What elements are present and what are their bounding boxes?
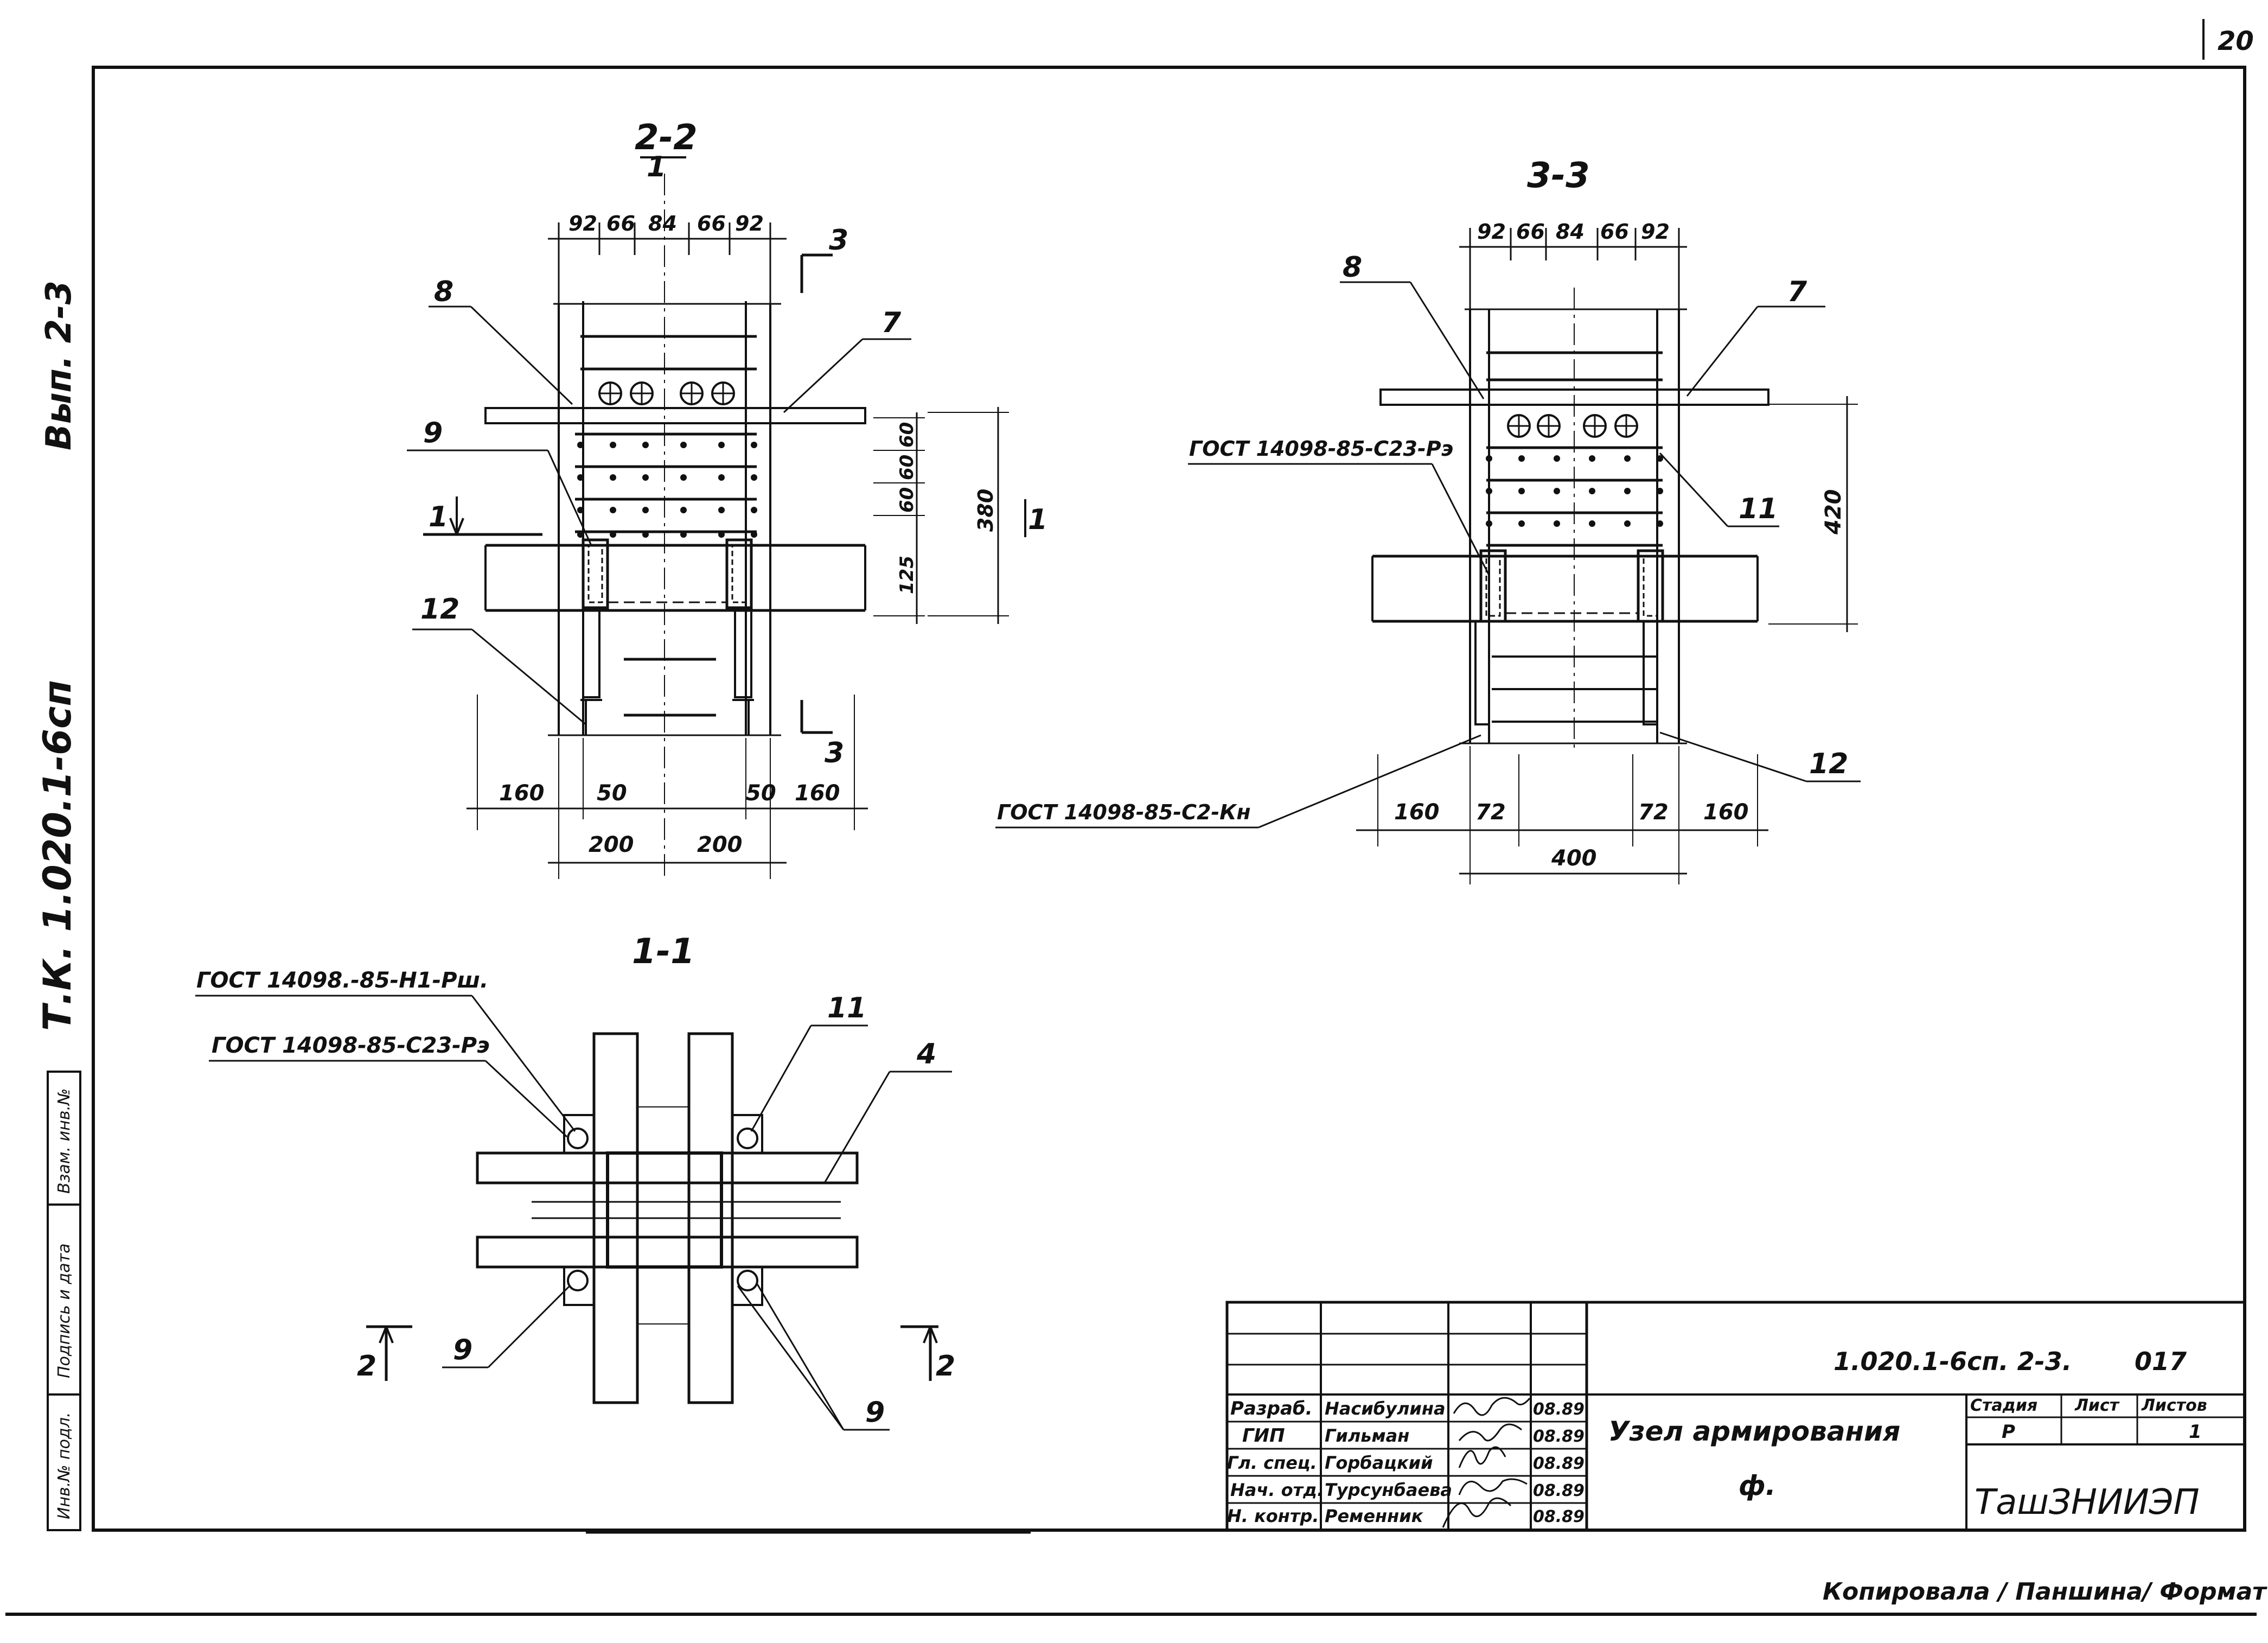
section-2-2-pos-1: 1 <box>647 151 666 183</box>
s33-dim-right: 420 <box>1821 489 1846 536</box>
s22-pos-12: 12 <box>420 593 459 626</box>
s22-dim-right-3: 60 <box>896 487 918 513</box>
section-3-3: 3-3 92 66 84 66 92 <box>995 156 1861 884</box>
s11-pos-9-left: 9 <box>453 1334 472 1366</box>
s22-dim-bottom-3: 50 <box>746 781 776 806</box>
sheets-value: 1 <box>2189 1421 2202 1443</box>
stamp-inv-label: Инв.№ подл. <box>55 1412 74 1519</box>
section-2-2: 2-2 1 92 66 84 66 92 3 <box>407 118 1047 879</box>
s33-dim-bottom-1: 160 <box>1394 800 1440 825</box>
s22-dim-top-5: 92 <box>735 212 764 235</box>
s22-dim-bottom-5: 200 <box>589 832 634 857</box>
s22-pos-9: 9 <box>423 417 443 449</box>
date-dept-head: 08.89 <box>1533 1481 1585 1500</box>
s11-pos-4: 4 <box>916 1038 936 1071</box>
s22-dim-right-5: 380 <box>974 489 998 532</box>
s22-pos-8: 8 <box>434 276 453 308</box>
s33-dim-top-4: 66 <box>1600 220 1629 244</box>
role-norm-control: Н. контр. <box>1227 1506 1319 1526</box>
section-1-1-title: 1-1 <box>632 932 695 972</box>
footer-copy-note: Копировала / Паншина/ Формат А3 <box>1823 1578 2268 1606</box>
s22-cut-3-bottom: 3 <box>825 737 844 769</box>
drawing-title-line2: ф. <box>1739 1470 1776 1501</box>
stage-value: Р <box>2002 1421 2015 1443</box>
s33-pos-11: 11 <box>1739 493 1778 525</box>
name-developer: Насибулина <box>1325 1398 1446 1419</box>
name-dept-head: Турсунбаева <box>1325 1480 1452 1500</box>
s22-dim-bottom-6: 200 <box>697 832 743 857</box>
s22-dim-top-4: 66 <box>697 212 726 235</box>
s33-gost-2: ГОСТ 14098-85-С2-Кн <box>997 800 1251 824</box>
name-norm-control: Ременник <box>1325 1506 1424 1526</box>
s11-pos-11: 11 <box>827 992 866 1024</box>
title-block: 1.020.1-6сп. 2-3. 017 Разраб. ГИП Гл. сп… <box>1225 1301 2246 1532</box>
s22-dim-bottom-4: 160 <box>795 781 840 806</box>
date-norm-control: 08.89 <box>1533 1507 1585 1526</box>
s33-dim-top-1: 92 <box>1477 220 1506 244</box>
series-label: Т.К. 1.020.1-6сп <box>35 680 80 1031</box>
s11-cut-2-right: 2 <box>936 1350 955 1383</box>
s22-dim-top-1: 92 <box>568 212 597 235</box>
sheet-code: 017 <box>2135 1347 2187 1376</box>
s22-dim-top-2: 66 <box>606 212 635 235</box>
sheets-header: Листов <box>2141 1396 2207 1415</box>
stamp-signature-label: Подпись и дата <box>55 1244 74 1379</box>
section-3-3-title: 3-3 <box>1527 156 1590 196</box>
issue-label: Вып. 2-3 <box>39 281 79 450</box>
s33-dim-bottom-4: 160 <box>1703 800 1749 825</box>
s33-pos-7: 7 <box>1787 276 1807 308</box>
s22-dim-top-3: 84 <box>648 212 677 235</box>
s11-gost-1: ГОСТ 14098.-85-Н1-Рш. <box>196 968 488 993</box>
left-stamp: Инв.№ подл. Подпись и дата Взам. инв.№ <box>47 1071 81 1531</box>
date-chief-spec: 08.89 <box>1533 1454 1585 1473</box>
date-developer: 08.89 <box>1533 1400 1585 1419</box>
role-developer: Разраб. <box>1230 1398 1313 1419</box>
drawing-frame <box>92 66 2246 1532</box>
section-2-2-title: 2-2 <box>635 118 698 158</box>
section-1-1: 1-1 ГОСТ 14098.-85-Н1-Рш. ГОСТ 14098-85-… <box>195 932 955 1431</box>
s11-gost-2: ГОСТ 14098-85-С23-Рэ <box>212 1033 490 1058</box>
s22-cut-1-left: 1 <box>429 501 448 533</box>
stamp-replace-label: Взам. инв.№ <box>55 1088 74 1194</box>
s22-cut-3-top: 3 <box>829 224 848 257</box>
signatures <box>1442 1397 1531 1528</box>
s33-dim-top-3: 84 <box>1556 220 1585 244</box>
s22-dim-right-1: 60 <box>896 422 918 448</box>
s22-dim-bottom-2: 50 <box>597 781 627 806</box>
sheet-header: Лист <box>2074 1396 2120 1415</box>
drawing-title-line1: Узел армирования <box>1608 1416 1900 1447</box>
s22-pos-7: 7 <box>881 307 902 339</box>
organization-name: ТашЗНИИЭП <box>1975 1482 2200 1523</box>
s11-cut-2-left: 2 <box>357 1350 376 1383</box>
s33-pos-8: 8 <box>1343 251 1362 284</box>
doc-code: 1.020.1-6сп. 2-3. <box>1833 1347 2072 1376</box>
page-number: 20 <box>2218 26 2254 56</box>
s33-dim-top-5: 92 <box>1641 220 1670 244</box>
s33-dim-bottom-5: 400 <box>1551 846 1597 871</box>
s22-dim-right-2: 60 <box>896 455 918 480</box>
name-chief-spec: Горбацкий <box>1325 1453 1433 1473</box>
date-gip: 08.89 <box>1533 1427 1585 1446</box>
role-dept-head: Нач. отд. <box>1230 1480 1324 1500</box>
s33-pos-12: 12 <box>1809 748 1848 780</box>
role-chief-spec: Гл. спец. <box>1227 1453 1317 1473</box>
s22-dim-right-4: 125 <box>896 556 918 594</box>
s11-pos-9-right: 9 <box>865 1396 885 1429</box>
s33-dim-bottom-3: 72 <box>1638 800 1669 825</box>
s33-dim-top-2: 66 <box>1516 220 1545 244</box>
s33-gost-1: ГОСТ 14098-85-С23-Рэ <box>1189 437 1453 461</box>
s22-dim-bottom-1: 160 <box>499 781 545 806</box>
role-gip: ГИП <box>1242 1425 1285 1447</box>
stage-header: Стадия <box>1970 1396 2037 1415</box>
name-gip: Гильман <box>1325 1425 1409 1446</box>
s22-cut-1-right: 1 <box>1028 504 1047 536</box>
s33-dim-bottom-2: 72 <box>1475 800 1506 825</box>
